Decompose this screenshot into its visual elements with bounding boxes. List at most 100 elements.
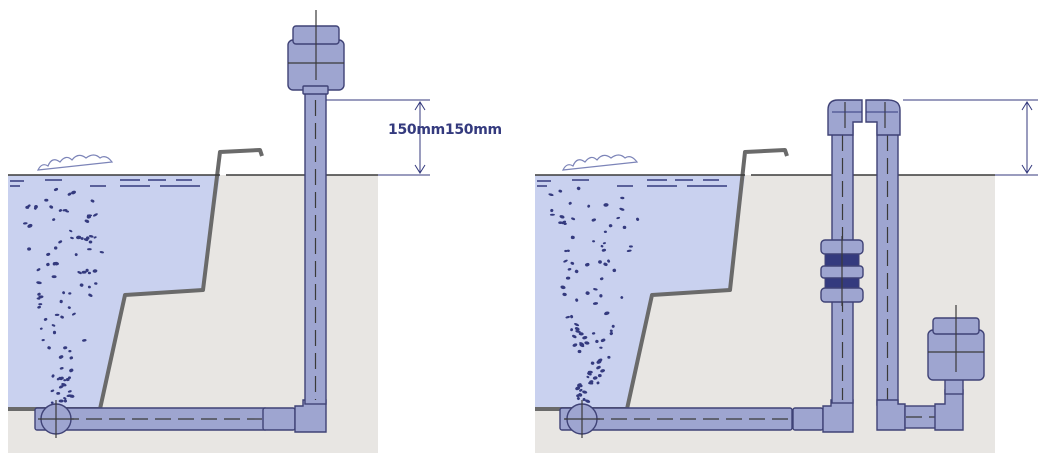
air-bubble	[37, 305, 41, 309]
air-bubble	[56, 377, 61, 381]
pipe-segment-left	[262, 407, 296, 431]
air-bubbles-left	[23, 187, 104, 404]
air-bubble	[69, 229, 73, 233]
air-bubble	[83, 238, 89, 242]
right-panel	[535, 99, 1038, 453]
air-bubble	[23, 222, 28, 225]
air-bubble	[616, 216, 621, 220]
air-bubble	[36, 268, 41, 272]
air-bubble	[562, 292, 567, 297]
air-bubble	[590, 361, 595, 365]
air-bubble	[67, 192, 72, 196]
air-bubble	[591, 218, 597, 222]
air-bubble	[68, 349, 72, 353]
air-bubble	[27, 247, 32, 251]
air-bubble	[596, 365, 601, 370]
air-bubble	[602, 242, 606, 245]
air-bubble	[582, 336, 588, 340]
air-bubble	[74, 253, 78, 257]
air-bubble	[39, 327, 43, 330]
air-bubble	[38, 303, 43, 306]
air-bubble	[571, 217, 576, 221]
air-bubble	[596, 381, 600, 385]
air-bubble	[579, 342, 585, 346]
air-bubble	[56, 391, 61, 395]
air-bubble	[36, 281, 42, 285]
air-bubble	[600, 244, 604, 248]
air-bubble	[558, 189, 563, 193]
air-bubble	[612, 268, 617, 273]
air-bubble	[619, 207, 625, 211]
u-loop-bottom-elbow	[876, 399, 906, 431]
air-bubble	[71, 312, 76, 316]
air-bubble	[599, 294, 603, 298]
air-bubble	[38, 295, 44, 299]
air-bubble	[53, 261, 59, 266]
air-bubble	[46, 252, 51, 256]
air-bubble	[596, 359, 602, 364]
air-bubble	[585, 399, 591, 403]
air-bubble	[49, 205, 54, 209]
air-bubble	[603, 262, 608, 267]
air-bubble	[86, 214, 92, 219]
air-bubble	[608, 224, 613, 228]
bottom-drain-pipe-right	[559, 407, 793, 431]
air-bubble	[67, 306, 71, 309]
air-bubbles-right	[548, 186, 640, 403]
air-bubble	[563, 259, 568, 263]
air-bubble	[27, 223, 33, 228]
air-bubble	[603, 203, 609, 207]
air-bubble	[65, 377, 70, 382]
air-bubble	[607, 355, 611, 359]
air-bubble	[611, 324, 615, 328]
air-bubble	[620, 196, 625, 200]
air-bubble	[592, 240, 596, 243]
foam-left	[36, 154, 114, 171]
air-bubble	[80, 237, 84, 240]
air-bubble	[58, 385, 64, 389]
air-bubble	[70, 190, 77, 195]
dimension-marker-left	[326, 99, 430, 176]
dimension-marker-right	[903, 99, 1038, 176]
air-bubble	[600, 338, 606, 343]
air-bubble	[565, 315, 570, 319]
air-bubble	[576, 186, 581, 191]
air-bubble	[574, 323, 580, 327]
air-bubble	[603, 230, 607, 234]
air-bubble	[568, 201, 572, 205]
air-bubble	[59, 299, 63, 304]
air-bubble	[601, 248, 607, 252]
air-bubble	[570, 328, 574, 332]
air-bubble	[46, 262, 50, 267]
air-bubble	[69, 356, 74, 360]
air-bubble	[591, 332, 596, 335]
air-bubble	[593, 288, 598, 291]
air-bubble	[567, 268, 572, 271]
air-bubble	[570, 314, 574, 319]
air-bubble	[50, 389, 55, 393]
air-bubble	[584, 341, 590, 345]
air-bubble	[87, 248, 92, 251]
air-bubble	[60, 315, 64, 319]
air-bubble	[587, 204, 591, 208]
air-bubble	[620, 296, 624, 299]
air-bubble	[559, 215, 565, 219]
air-bubble	[600, 369, 606, 373]
air-bubble	[577, 383, 582, 387]
pipe-segment-right	[792, 407, 824, 431]
air-bubble	[549, 213, 555, 216]
air-bubble	[76, 235, 82, 240]
air-bubble	[62, 291, 66, 295]
air-bubble	[588, 382, 594, 385]
air-bubble	[599, 346, 603, 349]
air-bubble	[574, 269, 579, 274]
air-bubble	[585, 291, 590, 295]
air-bubble	[607, 259, 611, 263]
air-bubble	[628, 245, 633, 248]
air-bubble	[79, 283, 84, 287]
air-bubble	[550, 208, 554, 213]
air-bubble	[592, 376, 598, 380]
air-bubble	[41, 338, 45, 342]
